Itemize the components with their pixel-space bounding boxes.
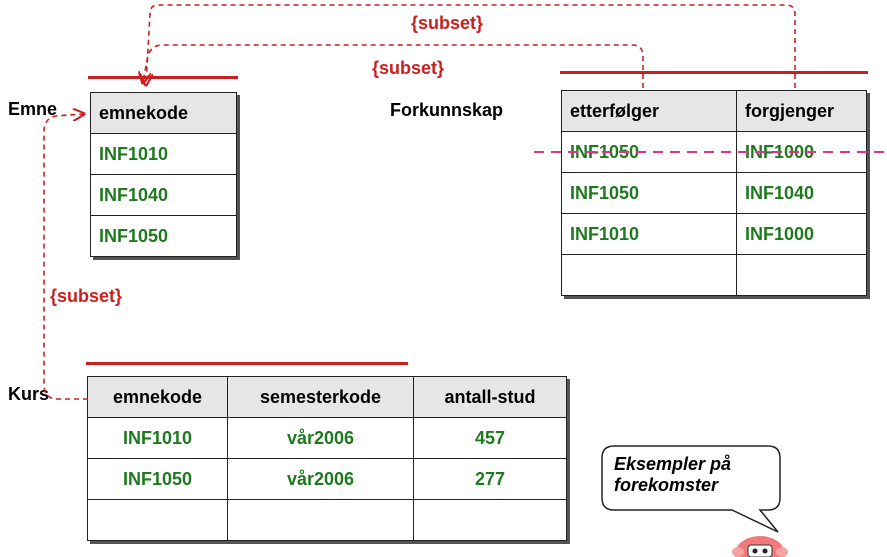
label-emne: Emne xyxy=(8,99,58,119)
kurs-header-emnekode: emnekode xyxy=(87,376,228,418)
subset-label-left: {subset} xyxy=(50,286,123,306)
subset-arrow-middle xyxy=(143,44,644,88)
subset-arrow-left xyxy=(43,114,88,400)
table-row xyxy=(561,254,867,296)
table-cell: INF1000 xyxy=(736,213,867,255)
table-cell xyxy=(413,499,567,541)
subset-arrow-top xyxy=(146,4,796,88)
table-cell: INF1010 xyxy=(90,133,237,175)
callout-text: Eksempler på forekomster xyxy=(614,454,731,496)
table-cell: INF1040 xyxy=(736,172,867,214)
forkunnskap-table: etterfølger forgjenger INF1050 INF1000 I… xyxy=(561,90,867,296)
table-row xyxy=(87,499,567,541)
table-cell xyxy=(736,254,867,296)
table-cell: INF1010 xyxy=(87,417,228,459)
subset-label-top: {subset} xyxy=(411,13,484,33)
callout-line2: forekomster xyxy=(614,475,719,495)
emne-table: emnekode INF1010 INF1040 INF1050 xyxy=(90,92,237,257)
table-row: INF1050 INF1040 xyxy=(561,172,867,214)
label-kurs: Kurs xyxy=(8,384,50,404)
table-cell xyxy=(227,499,414,541)
table-row: INF1050 vår2006 277 xyxy=(87,458,567,500)
kurs-table: emnekode semesterkode antall-stud INF101… xyxy=(87,376,567,541)
label-forkunnskap: Forkunnskap xyxy=(390,100,504,120)
mascot-icon xyxy=(732,536,788,557)
table-cell: INF1050 xyxy=(561,172,737,214)
emne-header-emnekode: emnekode xyxy=(90,92,237,134)
kurs-header-semesterkode: semesterkode xyxy=(227,376,414,418)
table-cell xyxy=(561,254,737,296)
table-cell: INF1010 xyxy=(561,213,737,255)
subset-label-middle: {subset} xyxy=(372,58,445,78)
table-cell xyxy=(87,499,228,541)
table-cell: INF1040 xyxy=(90,174,237,216)
forkunnskap-key-bar xyxy=(560,71,868,74)
table-row: INF1010 vår2006 457 xyxy=(87,417,567,459)
table-cell: INF1050 xyxy=(87,458,228,500)
forkunnskap-header-forgjenger: forgjenger xyxy=(736,90,867,132)
table-row: INF1010 INF1000 xyxy=(561,213,867,255)
emne-key-bar xyxy=(88,76,238,79)
callout-line1: Eksempler på xyxy=(614,454,732,474)
kurs-key-bar xyxy=(86,362,408,365)
forkunnskap-header-etterfolger: etterfølger xyxy=(561,90,737,132)
table-cell: INF1050 xyxy=(90,215,237,257)
speech-bubble xyxy=(601,445,781,533)
